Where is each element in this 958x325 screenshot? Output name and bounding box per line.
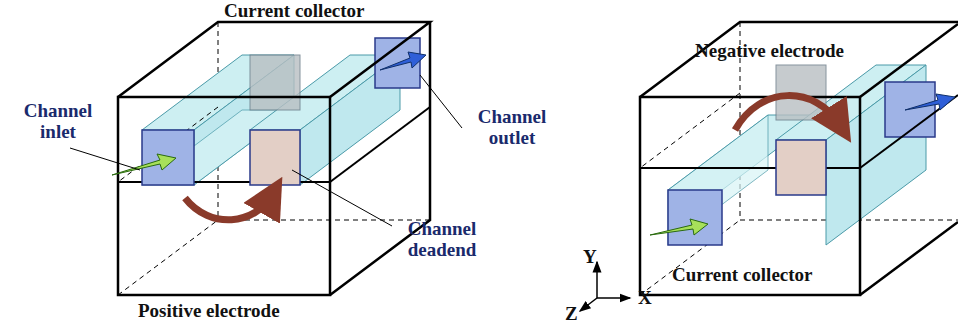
- axis-label: X: [638, 287, 652, 308]
- callout-label: Channel outlet: [462, 106, 562, 148]
- axis-label: Y: [583, 246, 597, 267]
- part-label: Current collector: [224, 0, 365, 21]
- part-label: Negative electrode: [695, 40, 844, 61]
- callout-label: Channel inlet: [8, 100, 108, 142]
- part-label: Current collector: [672, 264, 813, 285]
- axis-label: Z: [565, 303, 578, 324]
- callout-label: Channel deadend: [392, 218, 492, 260]
- part-label: Positive electrode: [138, 300, 280, 321]
